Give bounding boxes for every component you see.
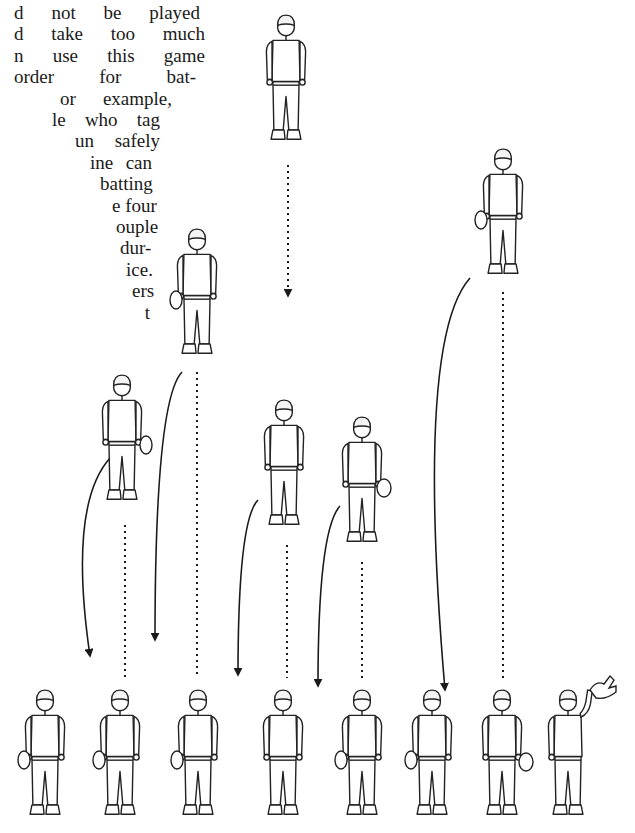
text-line: order for bat- <box>14 66 196 87</box>
waving-player <box>548 690 592 814</box>
dotted-path <box>125 165 503 678</box>
glove <box>405 751 417 769</box>
dotted-line <box>286 545 288 678</box>
players <box>25 15 592 814</box>
player <box>483 149 522 273</box>
text-line: t <box>145 302 150 323</box>
dotted-line <box>124 525 126 678</box>
text-line: d not be played <box>14 2 200 23</box>
run-arrow <box>82 458 110 656</box>
text-line: ouple <box>116 216 158 237</box>
player <box>264 400 303 524</box>
text-line: ine can <box>90 152 152 173</box>
glove <box>335 751 347 769</box>
text-line: ice. <box>126 259 153 280</box>
run-arrows <box>82 278 470 690</box>
glove <box>18 751 30 769</box>
player <box>263 690 302 814</box>
text-line: d take too much <box>14 23 205 44</box>
dotted-arrow <box>287 165 289 296</box>
glove <box>377 479 391 497</box>
glove <box>171 751 183 769</box>
text-line: le who tag <box>52 109 160 130</box>
run-arrow <box>238 500 258 675</box>
glove <box>519 753 533 771</box>
dotted-line <box>196 372 198 678</box>
run-arrow <box>318 506 340 686</box>
player <box>177 229 216 353</box>
text-line: e four <box>112 195 157 216</box>
glove <box>93 751 105 769</box>
glove <box>140 436 152 454</box>
dotted-line <box>361 562 363 678</box>
player <box>25 690 64 814</box>
glove <box>475 211 487 229</box>
player <box>102 375 141 499</box>
player <box>266 15 305 139</box>
text-line: n use this game <box>14 45 205 66</box>
player <box>100 690 139 814</box>
text-line: un safely <box>75 130 160 151</box>
player <box>342 417 381 541</box>
run-arrow <box>434 278 470 690</box>
gloves <box>18 211 616 771</box>
glove <box>590 676 616 698</box>
player <box>412 690 451 814</box>
text-line: batting <box>100 173 153 194</box>
dotted-line <box>502 292 504 678</box>
run-arrow <box>155 372 182 640</box>
player <box>482 690 521 814</box>
player <box>342 690 381 814</box>
text-line: ers <box>132 280 154 301</box>
glove <box>170 291 182 309</box>
text-line: dur- <box>120 237 151 258</box>
text-line: or example, <box>60 88 172 109</box>
player <box>178 690 217 814</box>
